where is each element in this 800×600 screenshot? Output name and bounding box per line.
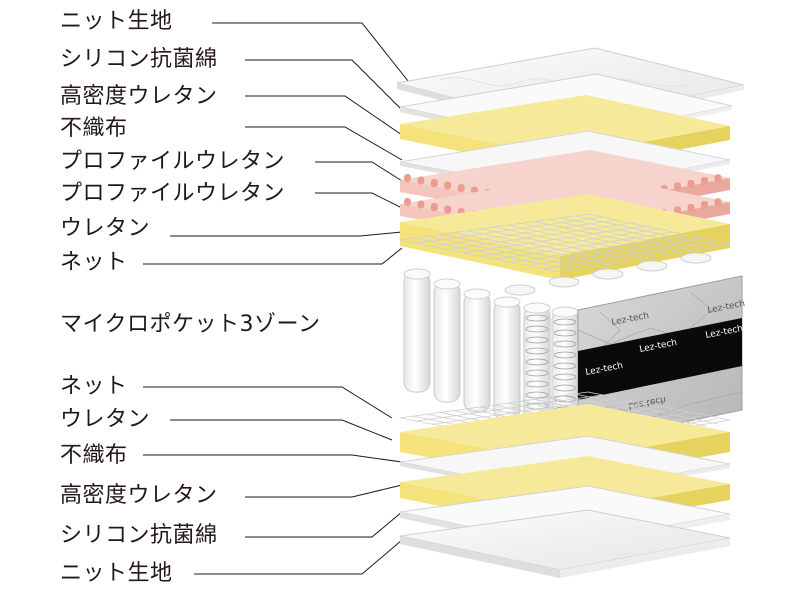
profile-bump <box>688 180 695 188</box>
profile-bump <box>458 184 465 192</box>
profile-bump <box>715 198 722 206</box>
leader-lines-top <box>143 23 412 264</box>
pocket-spring-back <box>505 285 535 295</box>
pocket-spring <box>464 289 490 412</box>
profile-bump <box>444 206 451 214</box>
profile-bump <box>431 179 438 187</box>
profile-bump <box>417 201 424 209</box>
profile-bump <box>404 174 411 182</box>
leader-line-hd-urethane-bottom <box>245 485 402 497</box>
pocket-spring <box>404 269 430 392</box>
leader-line-hd-urethane-top <box>245 96 402 135</box>
leader-line-silicone-top <box>245 60 402 110</box>
profile-bump <box>674 182 681 190</box>
pocket-spring-back <box>681 253 711 263</box>
profile-bump <box>444 182 451 190</box>
pocket-spring-back <box>637 261 667 271</box>
leader-line-silicone-bottom <box>245 512 402 537</box>
profile-bump <box>701 201 708 209</box>
pocket-spring <box>434 279 460 402</box>
pocket-spring-back <box>593 269 623 279</box>
leader-line-net-bottom <box>143 387 392 418</box>
leader-line-knit-top <box>212 23 412 86</box>
profile-bump <box>404 198 411 206</box>
leader-line-nonwoven-bottom <box>143 455 402 462</box>
profile-bump <box>688 204 695 212</box>
leader-line-nonwoven-top <box>245 127 402 160</box>
profile-bump <box>701 177 708 185</box>
leader-line-net-top <box>143 248 402 264</box>
leader-lines-bottom <box>143 387 402 574</box>
pocket-spring-back <box>549 277 579 287</box>
profile-bump <box>431 203 438 211</box>
profile-bump <box>417 177 424 185</box>
leader-line-urethane-top <box>170 232 402 236</box>
leader-line-profile-1 <box>315 162 410 186</box>
profile-bump <box>715 174 722 182</box>
leader-line-urethane-bottom <box>170 420 392 440</box>
leader-line-knit-bottom <box>194 540 402 574</box>
leader-line-profile-2 <box>315 193 410 212</box>
